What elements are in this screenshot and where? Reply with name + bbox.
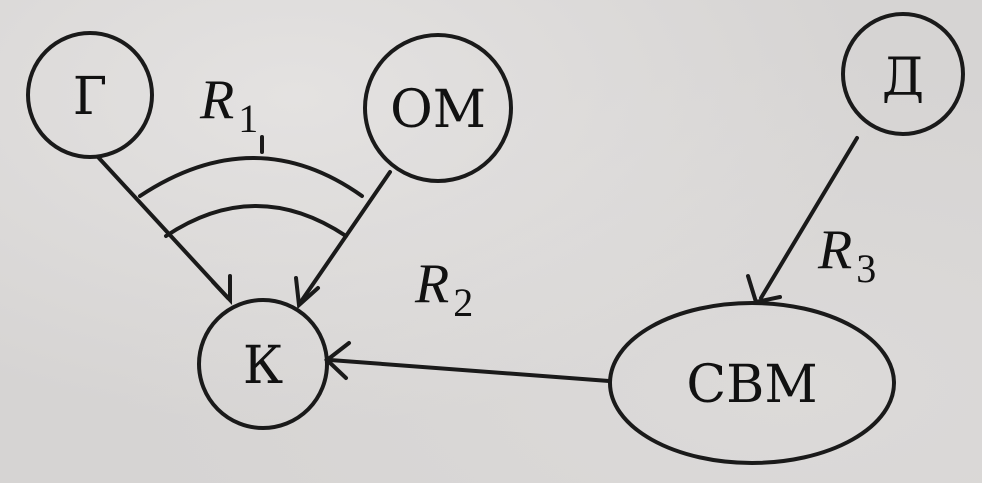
node-k-circle xyxy=(197,298,329,430)
edge-om-k-arrowhead xyxy=(294,276,320,310)
edge-label-r1-letter: R xyxy=(199,69,234,131)
edge-label-r2-letter: R xyxy=(414,253,449,315)
node-k: К xyxy=(197,298,329,430)
node-d-circle xyxy=(841,12,965,136)
edge-g-k-line xyxy=(96,155,230,300)
edge-label-r2-index: 2 xyxy=(453,280,473,325)
edge-g-to-k xyxy=(96,155,232,306)
node-g-label: Г xyxy=(73,67,107,127)
edge-label-r3-index: 3 xyxy=(856,246,876,291)
edge-om-to-k xyxy=(294,170,392,310)
node-svm-ellipse xyxy=(608,301,896,465)
edge-label-r1-index: 1 xyxy=(238,96,258,141)
edge-d-svm-arrowhead xyxy=(746,274,782,305)
relation-arc-outer xyxy=(138,156,364,198)
node-om: ОМ xyxy=(363,33,513,183)
relation-arc-inner xyxy=(164,204,348,238)
node-k-label: К xyxy=(243,336,283,396)
edge-g-k-arrowhead xyxy=(211,274,232,306)
edge-d-svm-line xyxy=(759,136,859,300)
node-svm-label: СВМ xyxy=(686,355,817,415)
node-d-label: Д xyxy=(882,48,924,108)
node-d: Д xyxy=(841,12,965,136)
edge-svm-k-line xyxy=(328,358,611,383)
edge-svm-to-k xyxy=(323,341,611,383)
node-om-circle xyxy=(363,33,513,183)
edge-label-r3-letter: R xyxy=(817,219,852,281)
edge-d-to-svm xyxy=(746,136,859,305)
node-g: Г xyxy=(26,31,154,159)
node-g-circle xyxy=(26,31,154,159)
edge-svm-k-arrowhead xyxy=(323,341,351,380)
node-om-label: ОМ xyxy=(390,80,486,140)
node-svm: СВМ xyxy=(608,301,896,465)
